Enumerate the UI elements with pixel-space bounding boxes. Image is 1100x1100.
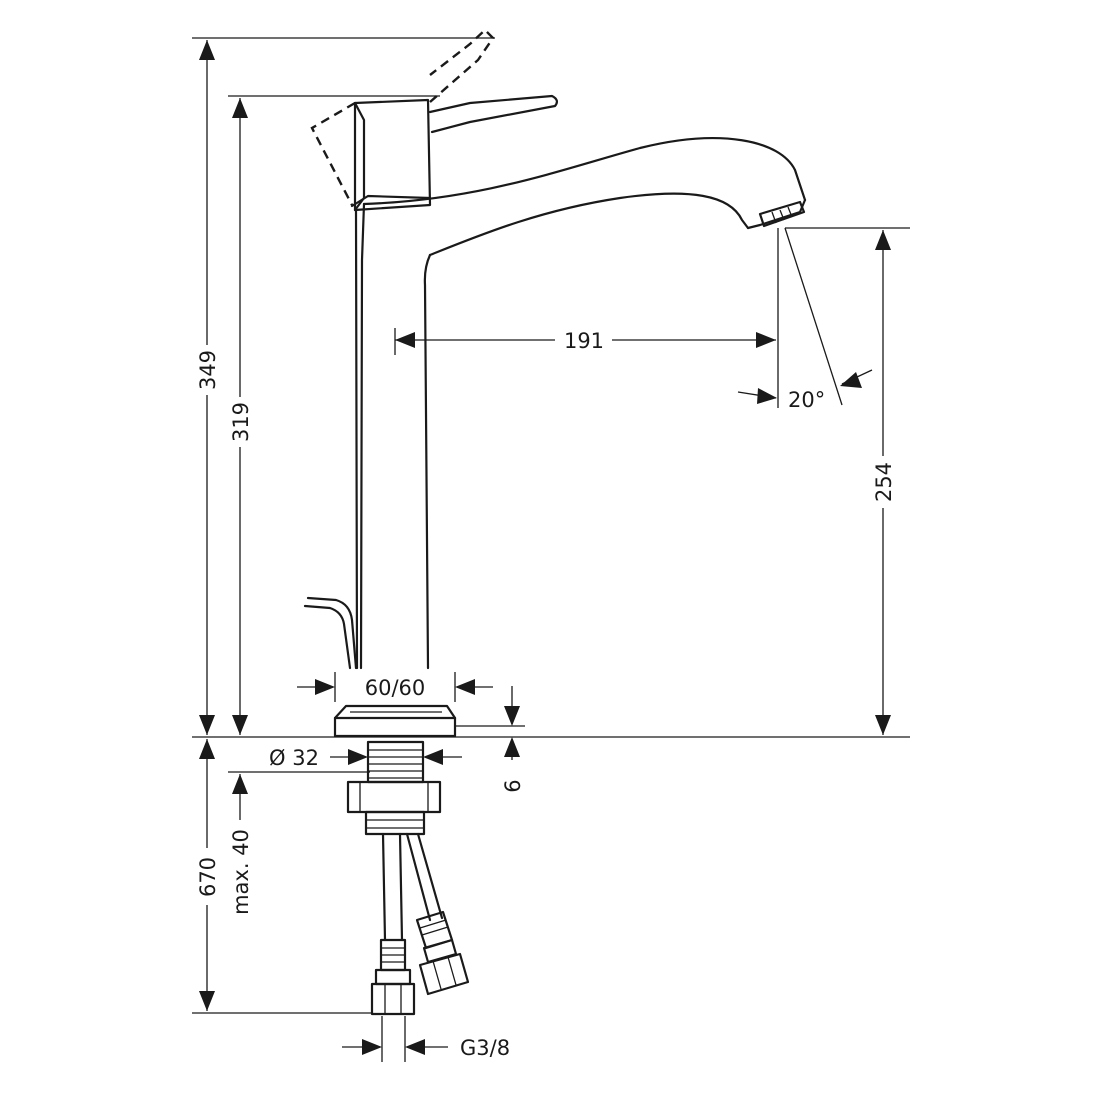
dimension-spout-height: 319 bbox=[229, 98, 253, 735]
dimension-max-counter-thickness: max. 40 bbox=[229, 774, 253, 915]
dimension-spray-angle: 20° bbox=[737, 369, 873, 412]
label-base-size: 60/60 bbox=[365, 676, 426, 700]
label-spout-reach: 191 bbox=[564, 329, 604, 353]
label-spout-height: 319 bbox=[229, 402, 253, 442]
dimension-outlet-height: 254 bbox=[872, 230, 896, 735]
dimension-total-height: 349 bbox=[196, 40, 220, 735]
label-base-thickness: 6 bbox=[501, 779, 525, 792]
label-hole-diameter: Ø 32 bbox=[269, 746, 319, 770]
label-connection-thread: G3/8 bbox=[460, 1036, 510, 1060]
label-outlet-height: 254 bbox=[872, 462, 896, 502]
label-max-counter-thickness: max. 40 bbox=[229, 829, 253, 915]
dimension-connection-thread: G3/8 bbox=[342, 1036, 510, 1060]
supply-hoses bbox=[370, 832, 470, 1016]
extension-lines bbox=[192, 37, 910, 1062]
dimension-base-thickness: 6 bbox=[501, 686, 525, 793]
label-hose-length: 670 bbox=[196, 857, 220, 897]
dimension-hole-diameter: Ø 32 bbox=[269, 746, 462, 770]
threaded-shank bbox=[346, 740, 442, 836]
dimension-spout-reach: 191 bbox=[394, 328, 776, 355]
dimension-hose-length: 670 bbox=[196, 739, 220, 1011]
label-spray-angle: 20° bbox=[788, 388, 825, 412]
label-total-height: 349 bbox=[196, 350, 220, 390]
dimension-base-size: 60/60 bbox=[297, 676, 493, 700]
faucet-outline bbox=[303, 28, 807, 738]
